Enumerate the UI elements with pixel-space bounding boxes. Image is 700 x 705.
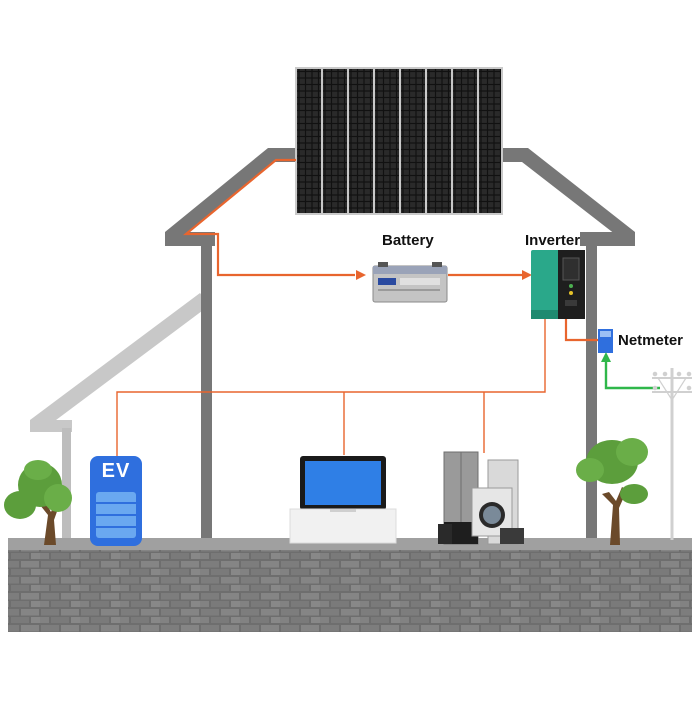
panel-to-battery-wire (182, 158, 355, 277)
solar-panel-string (349, 69, 373, 213)
inverter-to-netmeter-wire (564, 318, 600, 342)
solar-panel-string (453, 69, 477, 213)
arrow-icon (601, 352, 611, 362)
laptop (289, 456, 397, 544)
solar-panel-string (479, 69, 501, 213)
inverter (531, 250, 585, 319)
home-appliances (438, 451, 524, 545)
dc-wiring (182, 158, 600, 342)
netmeter-label: Netmeter (618, 332, 684, 349)
arrow-icon (522, 270, 532, 280)
netmeter (598, 329, 613, 353)
ground-wall (8, 538, 692, 632)
ev-charger (90, 456, 142, 546)
ev-label: EV (101, 460, 131, 482)
battery-label: Battery (382, 232, 434, 249)
solar-panel-string (375, 69, 399, 213)
solar-panel-string (323, 69, 347, 213)
utility-pole (652, 368, 692, 540)
solar-panel-string (427, 69, 451, 213)
wire-arrows (356, 270, 532, 280)
tree-right (576, 438, 648, 545)
ac-distribution-wiring (116, 318, 546, 457)
grid-wiring (601, 352, 660, 390)
solar-panel (295, 67, 503, 215)
solar-panel-string (297, 69, 321, 213)
tree-left (4, 460, 72, 545)
arrow-icon (356, 270, 366, 280)
ac-bus-wire (116, 318, 546, 457)
battery (372, 262, 448, 303)
solar-panel-string (401, 69, 425, 213)
inverter-label: Inverter (525, 232, 581, 249)
